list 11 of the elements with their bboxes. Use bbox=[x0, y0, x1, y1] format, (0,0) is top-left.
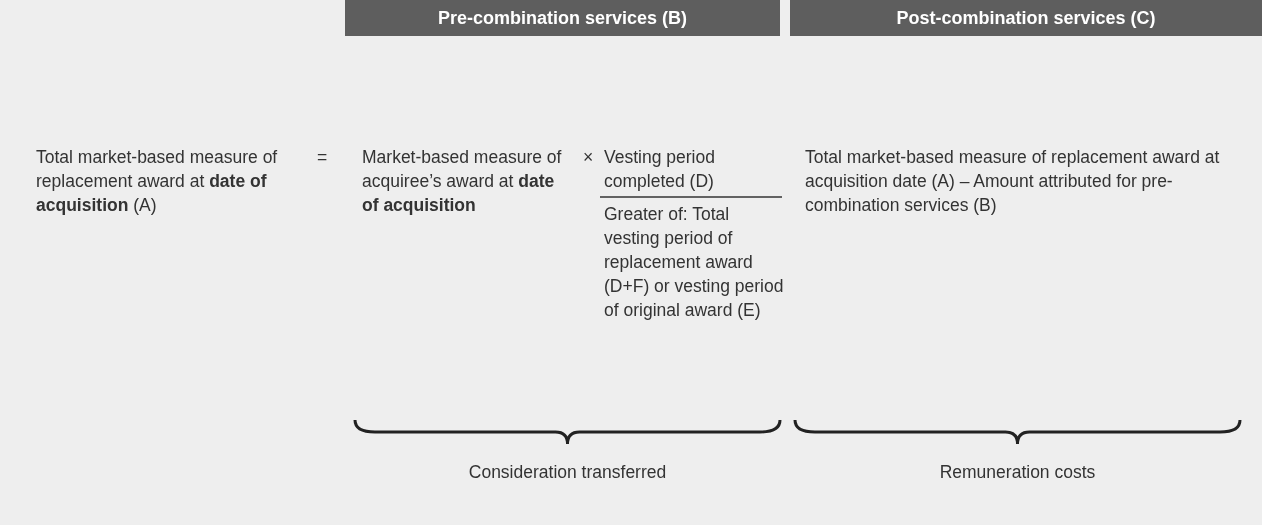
brace-caption: Remuneration costs bbox=[938, 461, 1097, 484]
brace-caption: Consideration transferred bbox=[467, 461, 668, 484]
formula-text: Total market-based measure of replacement award at acquisition date (A) – Amount attributed for pre-combination services (B) bbox=[805, 146, 1221, 217]
equals-sign: = bbox=[315, 146, 329, 169]
formula-text: Market-based measure of acquiree’s award at date of acquisition bbox=[362, 146, 562, 217]
section-header: Pre-combination services (B) bbox=[345, 0, 780, 36]
section-header: Post-combination services (C) bbox=[790, 0, 1262, 36]
numerator-text: Vesting period completed (D) bbox=[604, 146, 716, 193]
formula-text: Total market-based measure of replacement award at date of acquisition (A) bbox=[36, 146, 279, 217]
denominator-text: Greater of: Total vesting period of replacement award (D+F) or vesting period of original award (E) bbox=[604, 203, 784, 322]
multiply-sign: × bbox=[581, 146, 595, 169]
